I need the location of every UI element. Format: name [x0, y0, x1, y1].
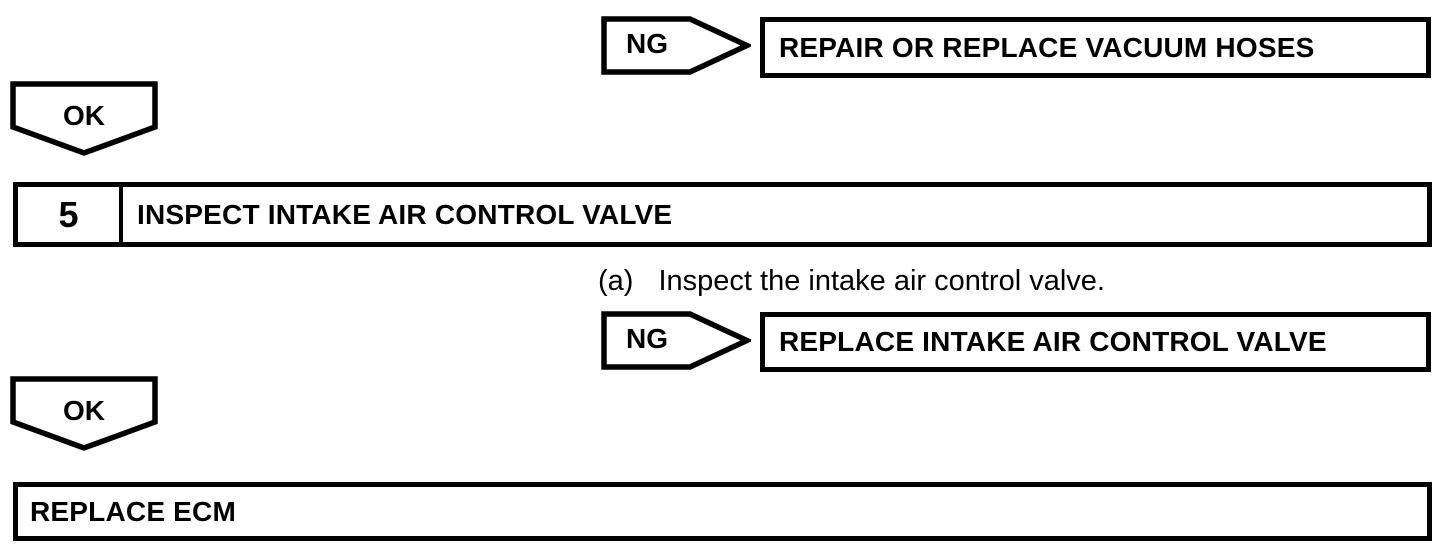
action-box-replace-intake-valve: REPLACE INTAKE AIR CONTROL VALVE: [760, 312, 1431, 372]
step-title: INSPECT INTAKE AIR CONTROL VALVE: [137, 198, 673, 230]
right-arrow-pentagon-icon: [601, 311, 751, 370]
substep-marker: (a): [598, 265, 634, 297]
step-number: 5: [18, 187, 123, 242]
ng-label: NG: [626, 27, 668, 59]
step-header-box: 5 INSPECT INTAKE AIR CONTROL VALVE: [13, 182, 1432, 247]
ok-label: OK: [63, 100, 105, 131]
right-arrow-pentagon-icon: [601, 16, 751, 75]
terminal-box-label: REPLACE ECM: [30, 495, 236, 527]
ok-label: OK: [63, 395, 105, 426]
substep-text: Inspect the intake air control valve.: [658, 265, 1105, 297]
ok-connector-2: OK: [10, 376, 158, 451]
substep-line: (a) Inspect the intake air control valve.: [598, 265, 1105, 298]
ok-connector-1: OK: [10, 81, 158, 156]
action-box-label: REPLACE INTAKE AIR CONTROL VALVE: [779, 326, 1327, 357]
terminal-box-replace-ecm: REPLACE ECM: [13, 482, 1432, 541]
ng-label: NG: [626, 322, 668, 354]
action-box-label: REPAIR OR REPLACE VACUUM HOSES: [779, 31, 1315, 63]
down-arrow-pentagon-icon: [10, 81, 158, 156]
ng-connector-valve: NG: [601, 311, 751, 370]
ng-connector-vacuum: NG: [601, 16, 751, 75]
down-arrow-pentagon-icon: [10, 376, 158, 451]
action-box-repair-vacuum-hoses: REPAIR OR REPLACE VACUUM HOSES: [760, 17, 1431, 78]
